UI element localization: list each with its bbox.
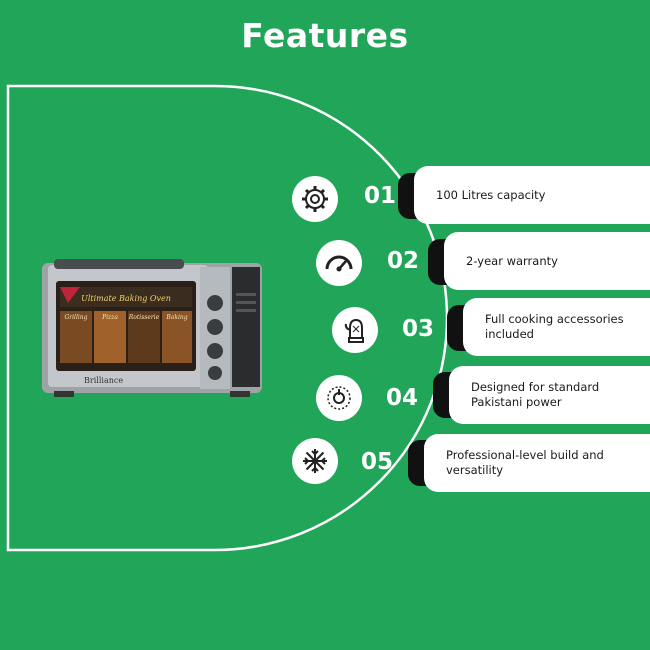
- feature-text: Designed for standard Pakistani power: [471, 380, 600, 409]
- feature-number: 03: [402, 316, 435, 342]
- feature-card: Designed for standard Pakistani power: [449, 366, 650, 424]
- oven-mode-label: Baking: [165, 314, 187, 321]
- oven-mode-label: Pizza: [101, 314, 118, 321]
- oven-brand-text: Brilliance: [84, 376, 123, 385]
- feature-icon-circle: [292, 438, 338, 484]
- feature-text: 100 Litres capacity: [436, 187, 546, 202]
- oven-image: Ultimate Baking Oven Grilling Pizza Roti…: [40, 243, 270, 407]
- feature-card: 2-year warranty: [444, 232, 650, 290]
- feature-icon-circle: [292, 176, 338, 222]
- feature-card: Professional-level build and versatility: [424, 434, 650, 492]
- gear-icon: [302, 186, 328, 212]
- feature-number: 01: [364, 183, 397, 209]
- feature-number: 02: [387, 248, 420, 274]
- feature-text: Full cooking accessories included: [485, 312, 624, 341]
- feature-number: 05: [361, 449, 394, 475]
- feature-number: 04: [386, 385, 419, 411]
- oven-mode-label: Grilling: [64, 314, 87, 321]
- feature-text: 2-year warranty: [466, 253, 558, 268]
- feature-card: 100 Litres capacity: [414, 166, 650, 224]
- snowflake-icon: [303, 449, 327, 473]
- oven-mitt-icon: [344, 318, 364, 343]
- oven-banner-text: Ultimate Baking Oven: [81, 294, 171, 303]
- feature-icon-circle: [332, 307, 378, 353]
- power-dial-icon: [327, 386, 351, 410]
- oven-mode-label: Rotisserie: [128, 314, 160, 321]
- feature-icon-circle: [316, 240, 362, 286]
- feature-icon-circle: [316, 375, 362, 421]
- gauge-icon: [325, 255, 353, 272]
- feature-text: Professional-level build and versatility: [446, 448, 604, 477]
- feature-card: Full cooking accessories included: [463, 298, 650, 356]
- page-title: Features: [241, 16, 409, 55]
